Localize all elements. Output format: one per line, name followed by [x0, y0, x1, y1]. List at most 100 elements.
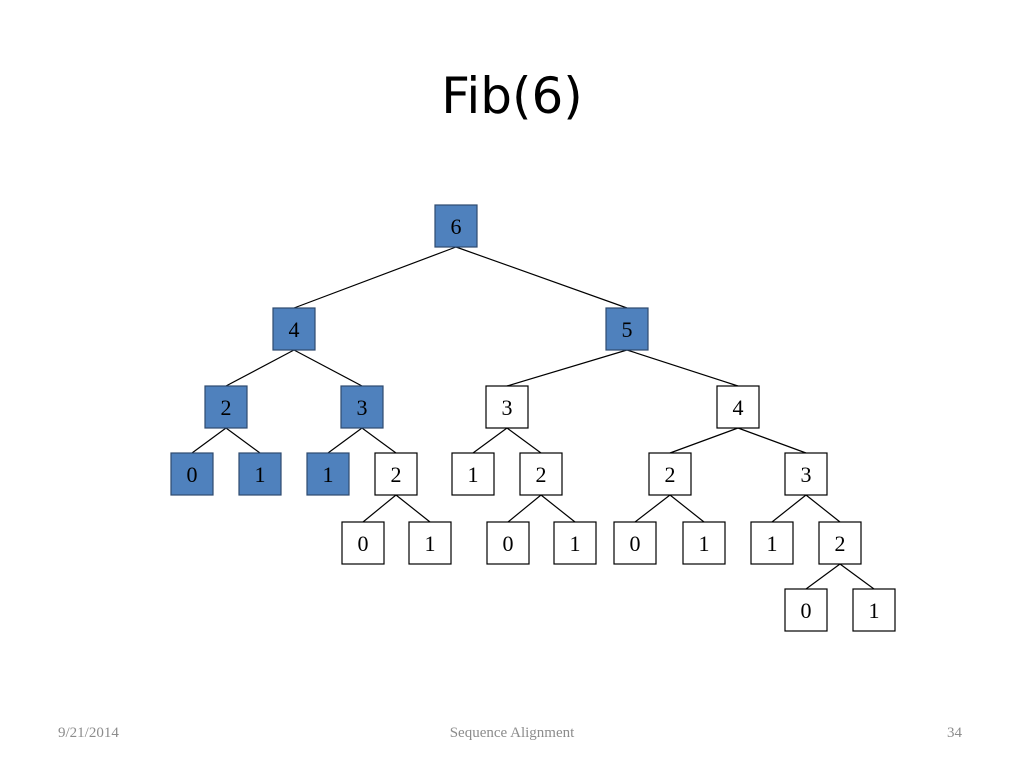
tree-node-box-highlighted [434, 204, 478, 248]
tree-nodes: 6 4 5 2 3 3 4 0 1 1 2 1 2 2 3 0 1 0 1 0 1 1 2 0 1 [170, 204, 896, 632]
tree-node-box [486, 521, 530, 565]
tree-edge [455, 246, 628, 309]
tree-node: 0 [170, 452, 214, 496]
tree-node-label: 0 [503, 531, 514, 556]
tree-node-label: 0 [630, 531, 641, 556]
tree-node-box [519, 452, 563, 496]
tree-node-box [553, 521, 597, 565]
tree-edges [191, 246, 875, 590]
tree-node-box-highlighted [170, 452, 214, 496]
tree-node-label: 3 [357, 395, 368, 420]
tree-node: 4 [272, 307, 316, 351]
tree-node-label: 2 [665, 462, 676, 487]
tree-node-box-highlighted [204, 385, 248, 429]
tree-node: 1 [408, 521, 452, 565]
tree-node-label: 1 [699, 531, 710, 556]
tree-node: 0 [784, 588, 828, 632]
tree-node-box [682, 521, 726, 565]
tree-node-box [818, 521, 862, 565]
tree-node-box [485, 385, 529, 429]
tree-edge [805, 563, 841, 590]
tree-node-box-highlighted [238, 452, 282, 496]
tree-node-label: 1 [767, 531, 778, 556]
tree-edge [669, 494, 705, 523]
tree-node-label: 4 [289, 317, 300, 342]
tree-node: 1 [682, 521, 726, 565]
tree-node-label: 2 [221, 395, 232, 420]
tree-node: 2 [374, 452, 418, 496]
tree-edge [634, 494, 671, 523]
tree-node: 1 [306, 452, 350, 496]
tree-node-box [451, 452, 495, 496]
tree-node: 2 [648, 452, 692, 496]
tree-node-label: 1 [425, 531, 436, 556]
tree-node-label: 6 [451, 214, 462, 239]
tree-edge [839, 563, 875, 590]
tree-edge [805, 494, 841, 523]
tree-edge [327, 427, 363, 454]
tree-edge [669, 427, 739, 454]
tree-edge [225, 427, 261, 454]
tree-edge [771, 494, 807, 523]
tree-node-box [648, 452, 692, 496]
tree-node: 1 [553, 521, 597, 565]
tree-node-box-highlighted [340, 385, 384, 429]
tree-node: 1 [451, 452, 495, 496]
tree-node: 3 [485, 385, 529, 429]
tree-edge [361, 427, 397, 454]
tree-edge [225, 349, 295, 387]
tree-node-label: 0 [187, 462, 198, 487]
tree-node: 2 [204, 385, 248, 429]
tree-edge [293, 349, 363, 387]
tree-node-box [784, 588, 828, 632]
tree-node-box [341, 521, 385, 565]
tree-node: 1 [852, 588, 896, 632]
tree-edge [507, 494, 542, 523]
tree-edge [293, 246, 457, 309]
tree-node: 6 [434, 204, 478, 248]
tree-node-label: 2 [835, 531, 846, 556]
tree-node-label: 4 [733, 395, 744, 420]
tree-node-label: 2 [536, 462, 547, 487]
tree-node-label: 1 [468, 462, 479, 487]
tree-node: 1 [238, 452, 282, 496]
tree-node: 5 [605, 307, 649, 351]
tree-edge [191, 427, 227, 454]
tree-node-box [716, 385, 760, 429]
tree-node-box [750, 521, 794, 565]
tree-edge [362, 494, 397, 523]
tree-node-label: 1 [570, 531, 581, 556]
tree-edge [506, 349, 628, 387]
tree-node-label: 3 [801, 462, 812, 487]
tree-node-label: 1 [869, 598, 880, 623]
tree-node-label: 1 [323, 462, 334, 487]
slide-title: Fib(6) [441, 67, 583, 125]
tree-node: 3 [340, 385, 384, 429]
tree-node: 0 [613, 521, 657, 565]
tree-node-box-highlighted [605, 307, 649, 351]
tree-node: 3 [784, 452, 828, 496]
tree-node: 0 [486, 521, 530, 565]
tree-node-box [408, 521, 452, 565]
tree-node-box-highlighted [272, 307, 316, 351]
tree-node: 0 [341, 521, 385, 565]
tree-node-box [374, 452, 418, 496]
tree-edge [737, 427, 807, 454]
tree-node-label: 3 [502, 395, 513, 420]
tree-edge [395, 494, 431, 523]
tree-edge [626, 349, 739, 387]
tree-node-label: 2 [391, 462, 402, 487]
tree-edge [540, 494, 576, 523]
tree-node-box [852, 588, 896, 632]
tree-edge [472, 427, 508, 454]
tree-node-label: 1 [255, 462, 266, 487]
tree-node: 4 [716, 385, 760, 429]
tree-node-box-highlighted [306, 452, 350, 496]
tree-node-label: 0 [358, 531, 369, 556]
tree-node: 1 [750, 521, 794, 565]
tree-node-label: 0 [801, 598, 812, 623]
footer-title: Sequence Alignment [449, 725, 575, 741]
footer-page-number: 34 [947, 725, 962, 741]
tree-node: 2 [818, 521, 862, 565]
